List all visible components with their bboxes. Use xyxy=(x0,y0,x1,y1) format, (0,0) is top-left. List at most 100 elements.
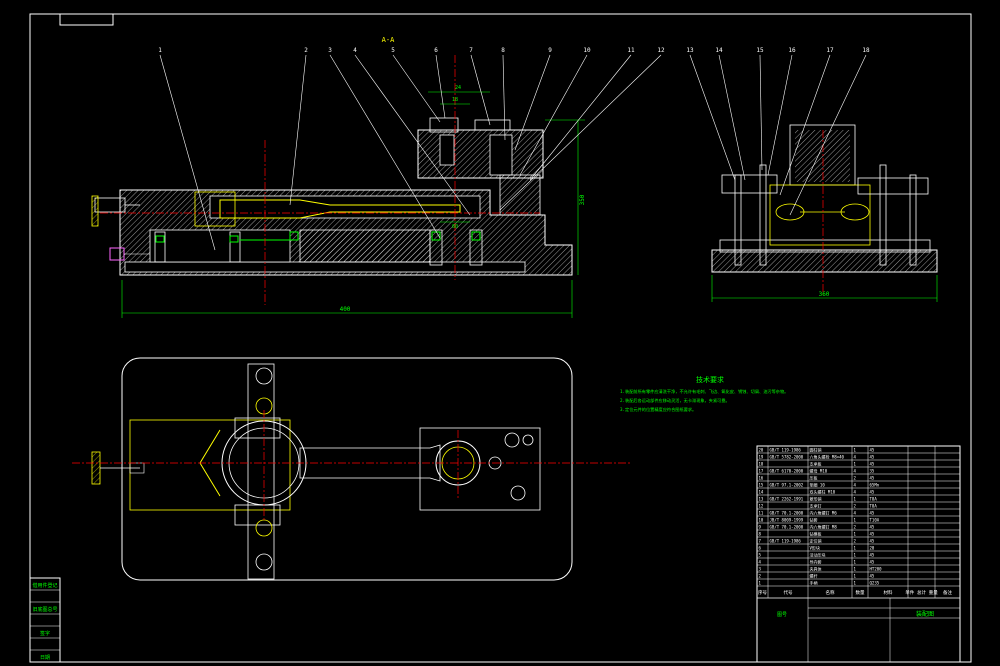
bom-cell: 2 xyxy=(854,524,857,529)
bom-cell: 2 xyxy=(854,475,857,480)
bom-cell: GB/T 6170-2000 xyxy=(770,468,804,473)
bom-cell: Q235 xyxy=(870,580,880,585)
strip-text-0: 借用件登记 xyxy=(32,582,57,589)
notes-title: 技术要求 xyxy=(696,375,724,384)
drawing-code: 图号 xyxy=(777,612,787,618)
balloon-15: 15 xyxy=(756,47,764,54)
drill-bush xyxy=(429,117,459,133)
bom-cell: T8A xyxy=(870,496,878,501)
bom-cell: GB/T 119-1986 xyxy=(770,538,802,543)
bom-cell: 1 xyxy=(854,517,857,522)
workpiece-rod xyxy=(219,199,461,219)
balloon-17: 17 xyxy=(826,47,834,54)
bom-header-cell: 序号 xyxy=(758,589,767,596)
bom-header-cell: 材料 xyxy=(884,589,893,596)
bom-cell: 内六角螺钉 M6 xyxy=(810,509,838,515)
bom-cell: 65Mn xyxy=(870,482,880,487)
bom-cell: 手柄 xyxy=(810,579,818,585)
notes-line-1: 1.装配前所有零件应清洗干净，不允许有毛刺、飞边、氧化皮、锈蚀、切屑、油污等杂物… xyxy=(620,388,788,395)
bom-cell: GB/T 119-1986 xyxy=(770,447,802,452)
bom-cell: 1 xyxy=(854,566,857,571)
bom-cell: 1 xyxy=(854,545,857,550)
bom-cell: 4 xyxy=(854,482,857,487)
balloon-11: 11 xyxy=(627,47,635,54)
bom-cell: 夹具体 xyxy=(810,565,822,571)
bom-cell: 垫圈 10 xyxy=(810,481,826,487)
strip-text-2: 旧底图总号 xyxy=(32,606,57,613)
bom-cell: 6 xyxy=(759,545,762,550)
dim-mid: 60 xyxy=(452,224,458,230)
bom-cell: 4 xyxy=(854,489,857,494)
bom-cell: 7 xyxy=(759,538,762,543)
balloon-12: 12 xyxy=(657,47,665,54)
bom-cell: 45 xyxy=(870,524,875,529)
bom-cell: 支承板 xyxy=(810,460,822,466)
bom-cell: 2 xyxy=(854,503,857,508)
bom-header-cell: 单件 总计 重量 xyxy=(905,589,938,596)
dim-top-b: 18 xyxy=(452,97,458,103)
dim-top-a: 24 xyxy=(455,85,461,91)
bom-cell: 1 xyxy=(854,573,857,578)
leaders-side xyxy=(689,54,867,216)
balloon-4: 4 xyxy=(353,47,357,54)
rod-shank xyxy=(299,444,441,482)
centerlines-front xyxy=(100,55,540,305)
bom-cell: 2 xyxy=(759,573,762,578)
bom-cell: 4 xyxy=(854,454,857,459)
side-clamp-right xyxy=(857,177,929,195)
top-left-code-box xyxy=(59,13,114,26)
bom-cell: 10 xyxy=(759,517,764,522)
bom-cell: GB/T 70.1-2000 xyxy=(770,510,804,515)
bom-cell: 1 xyxy=(854,461,857,466)
bom-cell: 支承钉 xyxy=(810,502,822,508)
bom-cell: 螺杆 xyxy=(810,572,818,578)
bom-cell: 16 xyxy=(759,475,764,480)
bom-header-cell: 名称 xyxy=(826,589,835,596)
bom-cell: V形块 xyxy=(810,544,820,550)
dim-width-side: 360 xyxy=(819,291,830,298)
bom-cell: 钻套 xyxy=(810,516,818,522)
bom-cell: 1 xyxy=(854,447,857,452)
balloon-labels: 1 2 3 4 5 6 7 8 9 10 11 12 13 14 15 16 1… xyxy=(158,47,870,54)
bom-cell: GB/T 2262-1991 xyxy=(770,496,804,501)
section-label: A-A xyxy=(382,36,395,44)
balloon-2: 2 xyxy=(304,47,308,54)
bom-cell: 45 xyxy=(870,573,875,578)
drawing-title: 装配图 xyxy=(916,610,934,618)
bom-cell: 18 xyxy=(759,461,764,466)
balloon-5: 5 xyxy=(391,47,395,54)
technical-notes: 技术要求 1.装配前所有零件应清洗干净，不允许有毛刺、飞边、氧化皮、锈蚀、切屑、… xyxy=(620,375,788,413)
bom-cell: 活动压块 xyxy=(810,551,826,557)
bom-cell: T8A xyxy=(870,503,878,508)
side-clamp-left xyxy=(721,174,778,194)
bom-cell: 导向套 xyxy=(810,558,822,564)
bom-cell: 内六角螺钉 M8 xyxy=(810,523,838,529)
bom-cell: 35 xyxy=(870,468,875,473)
dim-width-main: 400 xyxy=(340,306,351,313)
front-section-view: A-A xyxy=(91,36,662,318)
bom-cell: 螺母 M10 xyxy=(810,467,828,473)
bom-cell: 菱形销 xyxy=(810,495,822,501)
top-view xyxy=(72,357,630,581)
bom-cell: 13 xyxy=(759,496,764,501)
bom-cell: 4 xyxy=(854,510,857,515)
bom-cell: GB/T 5782-2000 xyxy=(770,454,804,459)
bom-cell: 1 xyxy=(854,580,857,585)
plan-support-plate xyxy=(419,427,541,511)
strip-text-6: 日期 xyxy=(40,655,50,661)
handle-knob xyxy=(91,195,99,227)
bom-cell: 19 xyxy=(759,454,764,459)
bom-cell: GB/T 97.1-2002 xyxy=(770,482,804,487)
bom-cell: 4 xyxy=(854,468,857,473)
balloon-10: 10 xyxy=(583,47,591,54)
balloon-14: 14 xyxy=(715,47,723,54)
bom-cell: 3 xyxy=(759,566,762,571)
bom-cell: 双头螺柱 M10 xyxy=(810,488,836,494)
bom-cell: 2 xyxy=(854,538,857,543)
bom-cell: 45 xyxy=(870,552,875,557)
strip-text-4: 签字 xyxy=(40,630,50,637)
dim-height-main: 350 xyxy=(579,194,586,205)
bom-cell: 9 xyxy=(759,524,762,529)
